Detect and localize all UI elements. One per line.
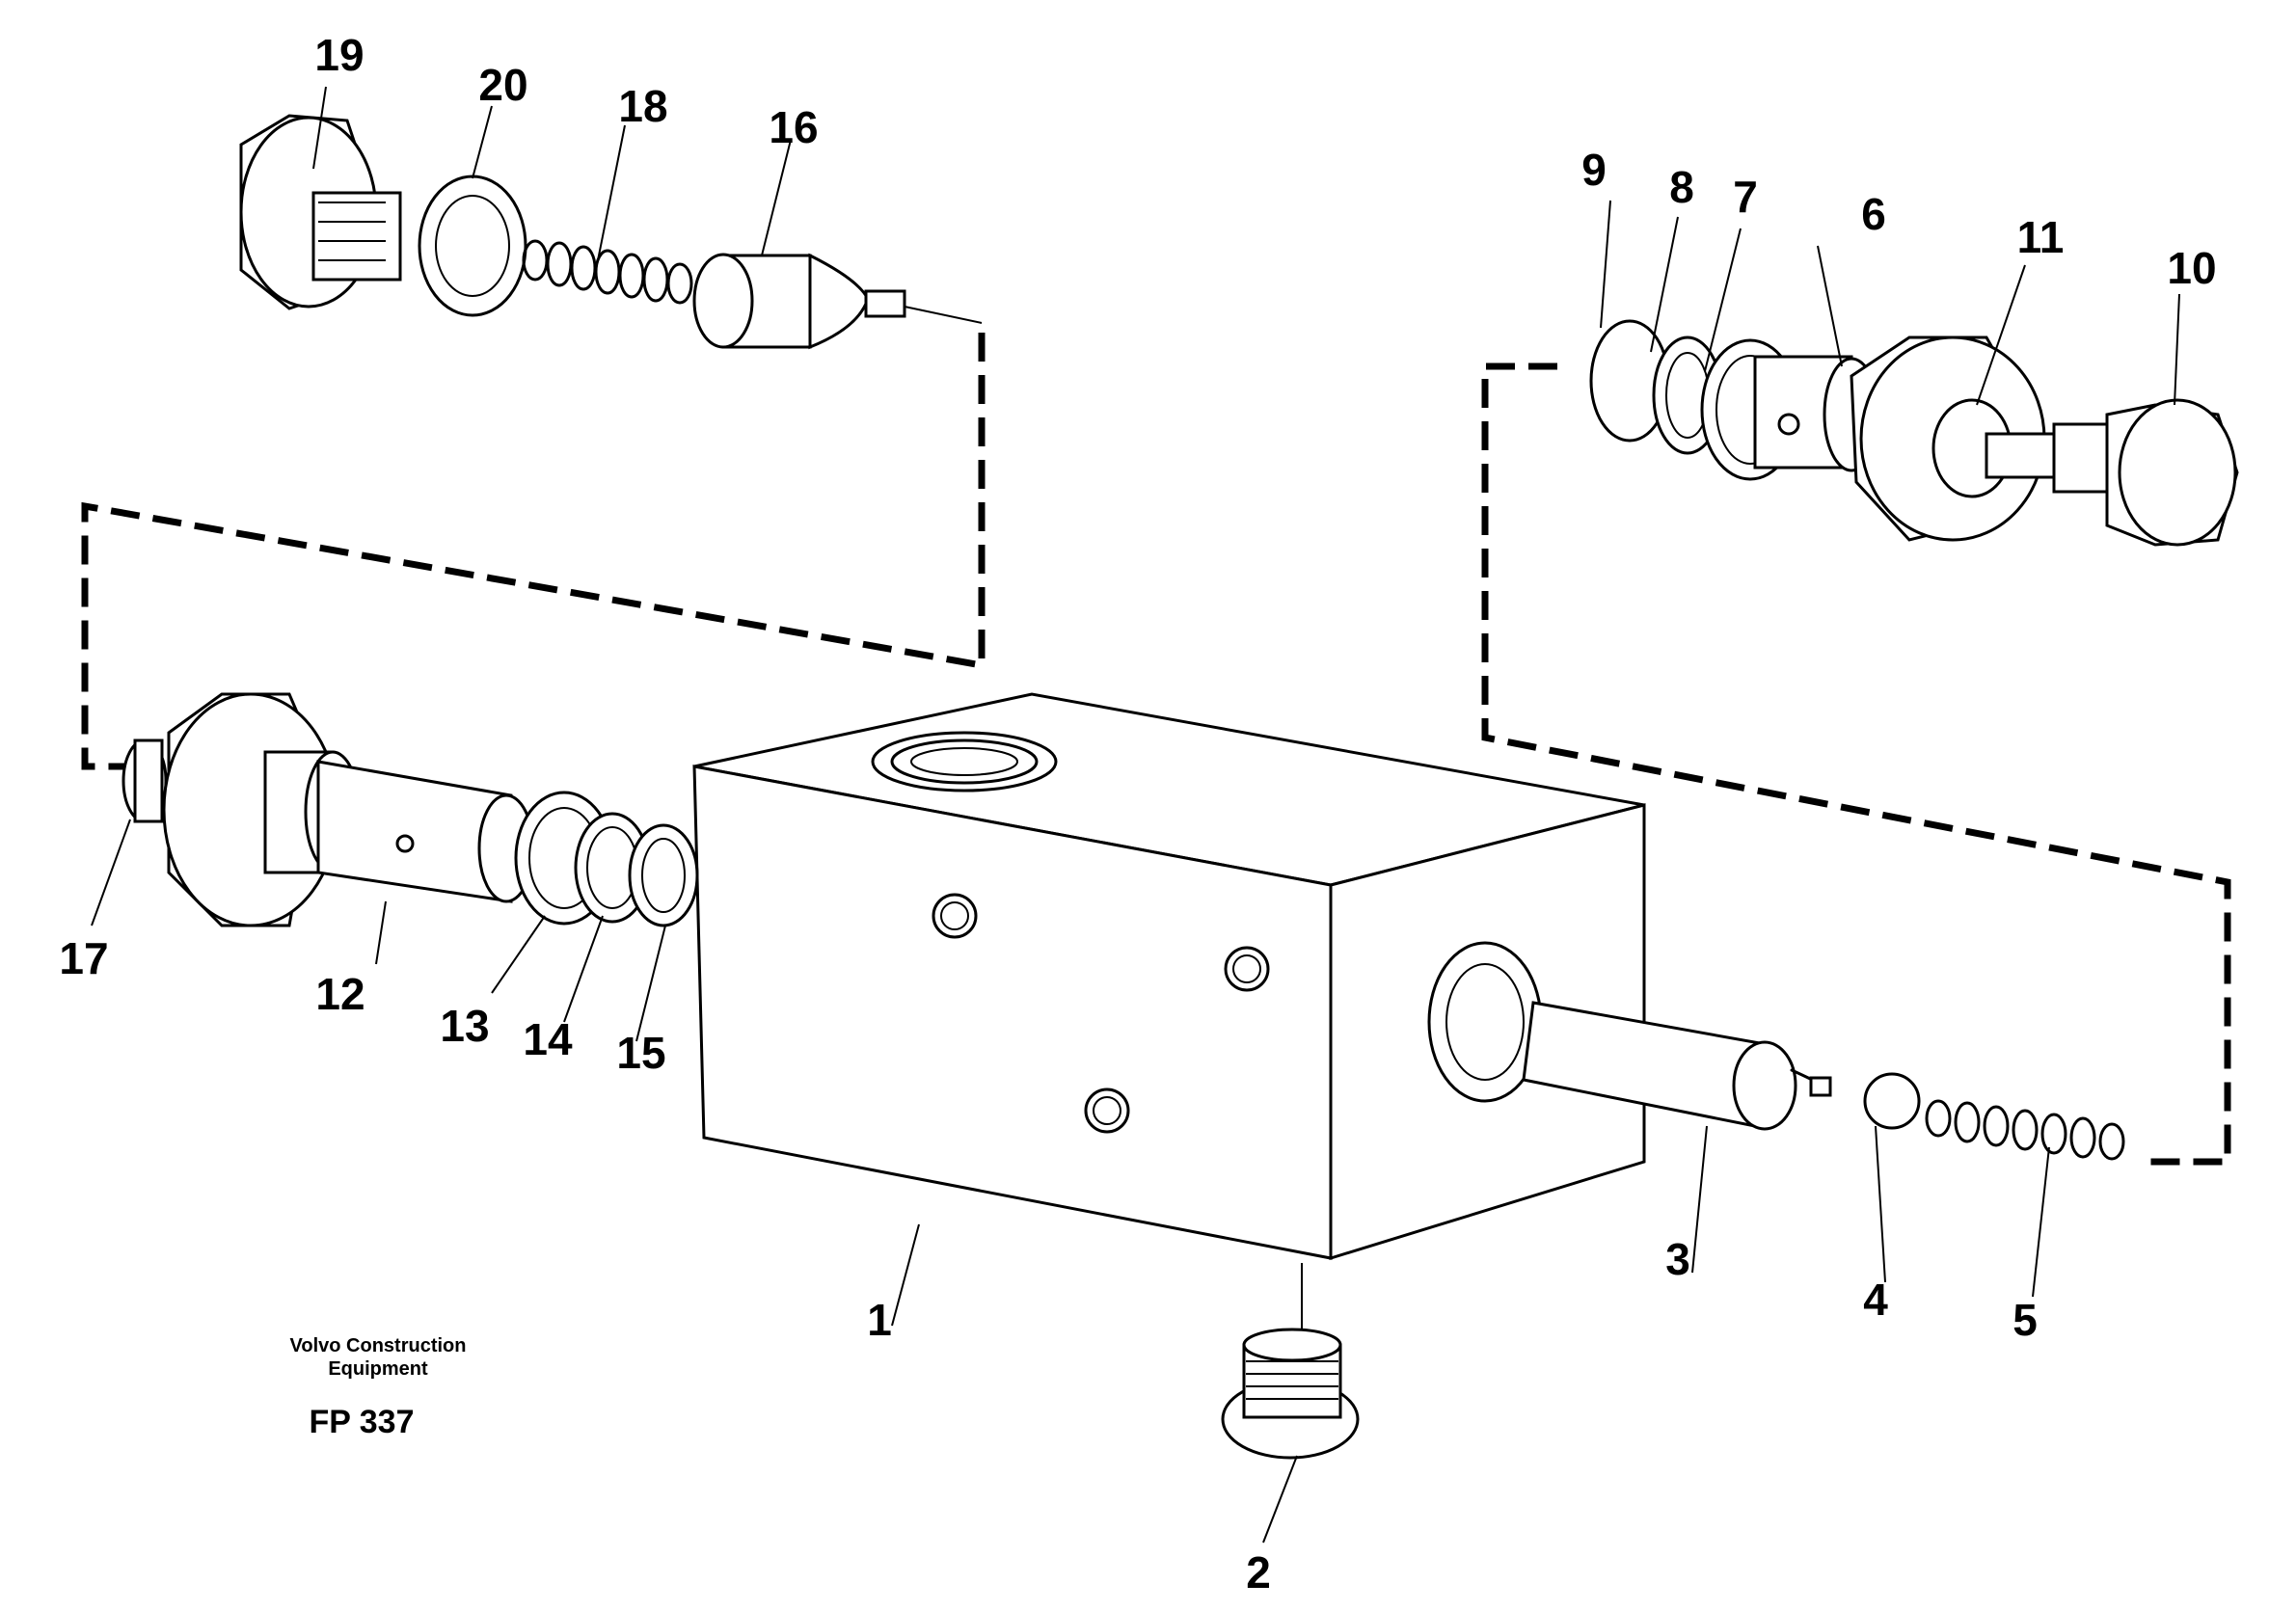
callout-18: 18 [618,81,667,131]
upper-right-assembly [1589,319,2239,547]
plug [1221,1328,1360,1460]
callout-labels: 1 2 3 4 5 6 7 8 9 10 11 12 13 14 15 16 1… [59,30,2216,1598]
callout-17: 17 [59,933,108,983]
callout-3: 3 [1665,1234,1690,1284]
leader-lines [91,86,2180,1544]
callout-8: 8 [1669,162,1694,212]
callout-20: 20 [478,60,527,110]
callout-15: 15 [616,1028,665,1078]
caption-line1: Volvo Construction [290,1335,467,1356]
poppet [1522,1001,1832,1131]
spring [1925,1099,2125,1161]
callout-4: 4 [1863,1275,1888,1325]
dashed-connector-right [1481,362,2231,1166]
valve-body [692,692,1646,1340]
ball [1863,1072,1921,1130]
callout-12: 12 [315,969,365,1019]
caption: Volvo Construction Equipment FP 337 [290,1335,467,1440]
callout-10: 10 [2167,243,2216,293]
upper-left-assembly [239,114,983,350]
callout-16: 16 [769,102,818,152]
caption-line2: Equipment [328,1358,428,1380]
callout-5: 5 [2012,1295,2038,1345]
callout-9: 9 [1581,145,1607,195]
callout-1: 1 [867,1295,892,1345]
callout-14: 14 [523,1014,573,1064]
callout-7: 7 [1733,172,1758,222]
callout-11: 11 [2017,212,2065,262]
callout-6: 6 [1861,189,1886,239]
figure-code: FP 337 [309,1404,414,1440]
dashed-connector-left [81,333,986,770]
callout-13: 13 [440,1001,489,1051]
callout-19: 19 [314,30,364,80]
left-valve-assembly [122,692,699,927]
callout-2: 2 [1246,1547,1271,1598]
